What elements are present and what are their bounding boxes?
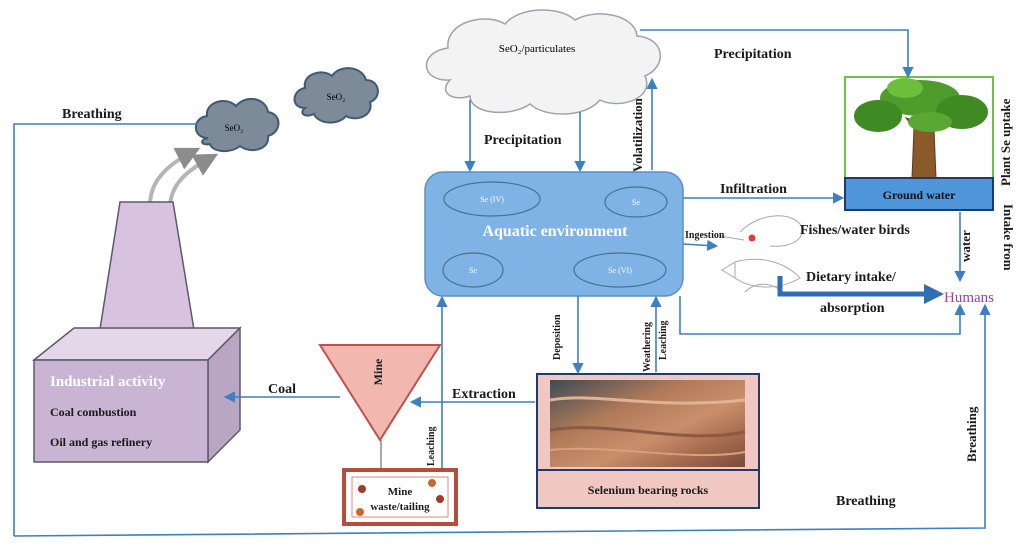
industrial-title: Industrial activity	[50, 374, 166, 390]
selenium-bearing-rocks: Selenium bearing rocks	[536, 373, 760, 509]
label-water: water	[958, 230, 973, 262]
label-intake-from: Intake from	[1001, 204, 1016, 271]
smoke-curve-2	[168, 153, 219, 206]
main-cloud-label: SeO₂/particulates	[499, 43, 576, 55]
label-precipitation-top: Precipitation	[714, 47, 792, 62]
mine: Mine	[318, 344, 442, 442]
middle-so2-cloud: SeO₂	[293, 67, 379, 124]
label-coal: Coal	[268, 382, 296, 397]
industrial-line-refinery: Oil and gas refinery	[50, 435, 152, 449]
se-iv-species: Se (IV)	[480, 195, 504, 204]
label-breathing-right: Breathing	[964, 406, 979, 462]
label-deposition: Deposition	[552, 314, 563, 360]
label-breathing-top: Breathing	[62, 107, 122, 122]
main-cloud: SeO₂/particulates	[425, 9, 661, 115]
mine-waste-line2: waste/tailing	[370, 501, 430, 513]
label-volatilization: Volatilization	[630, 97, 645, 172]
label-fishes-water-birds: Fishes/water birds	[800, 223, 910, 238]
label-weathering: Weathering	[642, 322, 653, 372]
label-leaching-mine: Leaching	[426, 427, 437, 466]
label-extraction: Extraction	[452, 387, 516, 402]
rocks-label: Selenium bearing rocks	[588, 483, 709, 497]
label-leaching-rock: Leaching	[658, 321, 669, 360]
mine-label: Mine	[371, 358, 385, 385]
aquatic-environment: Se (IV) Se Se Se (VI) Aquatic environmen…	[424, 171, 684, 297]
mine-waste-tailing: Mine waste/tailing	[342, 468, 458, 526]
ground-water-label: Ground water	[883, 188, 956, 202]
se-species-upper: Se	[632, 198, 640, 207]
label-precipitation-mid: Precipitation	[484, 133, 562, 148]
stack-cloud-label: SeO₂	[225, 123, 244, 133]
label-breathing-bottom: Breathing	[836, 494, 896, 509]
mine-waste-line1: Mine	[388, 486, 413, 498]
humans-label: Humans	[944, 290, 994, 306]
aquatic-title: Aquatic environment	[482, 223, 628, 240]
tree-ground-water: Ground water	[844, 76, 994, 211]
se-species-lower: Se	[469, 266, 477, 275]
industrial-line-coal-combustion: Coal combustion	[50, 405, 137, 419]
label-infiltration: Infiltration	[720, 182, 787, 197]
se-vi-species: Se (VI)	[608, 266, 632, 275]
fish-bird-sketch	[719, 215, 803, 293]
label-ingestion: Ingestion	[685, 230, 725, 241]
smoke-curve-1	[148, 147, 201, 206]
industrial-factory: Industrial activity Coal combustion Oil …	[31, 201, 242, 464]
label-dietary-intake: Dietary intake/	[806, 270, 897, 285]
label-plant-se-uptake: Plant Se uptake	[998, 98, 1013, 186]
stack-so2-cloud: SeO₂	[194, 97, 280, 152]
flow-arrows	[13, 29, 991, 537]
label-absorption: absorption	[820, 301, 885, 316]
middle-cloud-label: SeO₂	[327, 92, 346, 102]
